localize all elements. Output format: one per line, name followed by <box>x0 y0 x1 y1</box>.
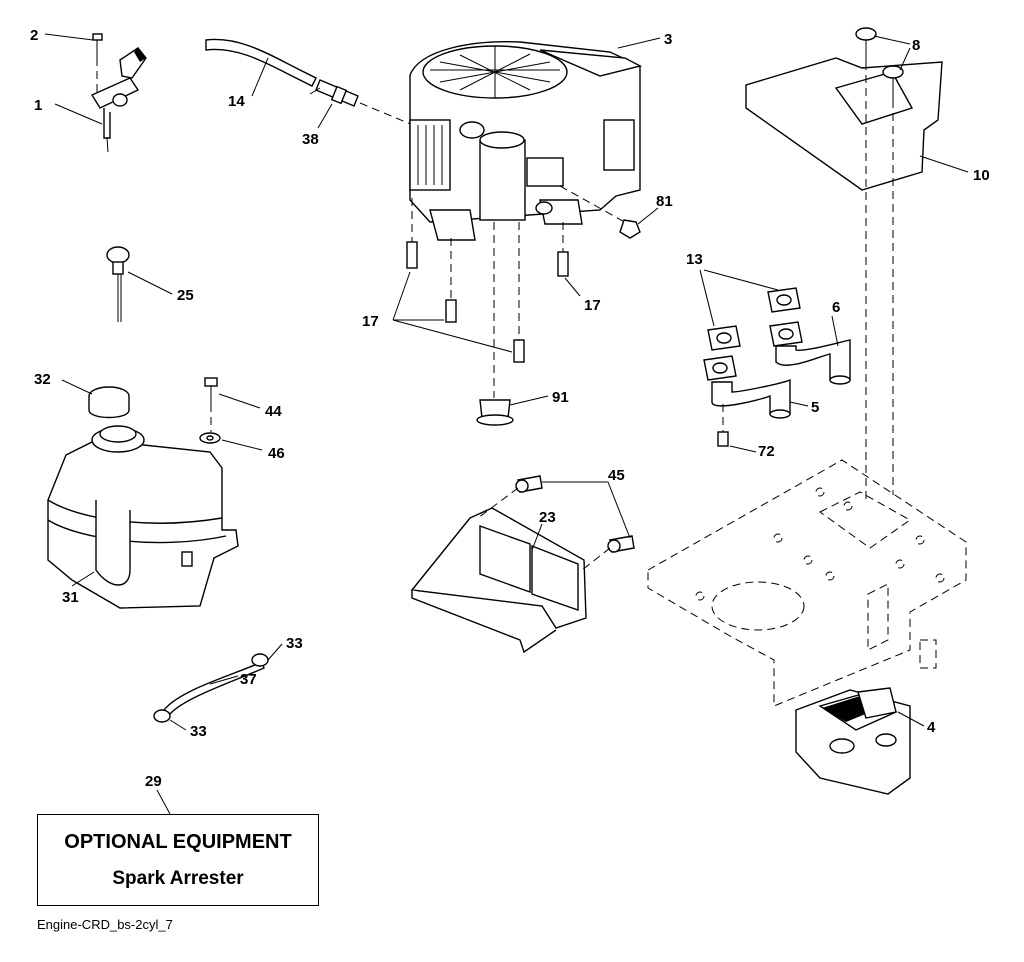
callout-25: 25 <box>177 287 194 304</box>
callout-4: 4 <box>927 719 936 736</box>
screws-part-45 <box>477 475 635 571</box>
callout-17-left: 17 <box>362 313 379 330</box>
callout-2: 2 <box>30 27 38 44</box>
engine-part-3 <box>409 41 642 241</box>
callout-46: 46 <box>268 445 285 462</box>
callout-31: 31 <box>62 589 79 606</box>
clamp-part-33-lower <box>153 709 171 723</box>
bolt-part-72 <box>717 404 729 447</box>
callout-38: 38 <box>302 131 319 148</box>
callout-45: 45 <box>608 467 625 484</box>
callout-72: 72 <box>758 443 775 460</box>
shield-part-10 <box>745 57 943 191</box>
fuel-line-part-14 <box>205 38 317 87</box>
callout-32: 32 <box>34 371 51 388</box>
callout-6: 6 <box>832 299 840 316</box>
diagram-caption: Engine-CRD_bs-2cyl_7 <box>37 917 173 932</box>
dipstick-part-25 <box>106 246 130 322</box>
callout-17-right: 17 <box>584 297 601 314</box>
exhaust-pipe-part-5 <box>711 378 791 419</box>
bolt-part-17-center <box>445 238 457 323</box>
bolt-part-17-rear <box>513 222 525 363</box>
chassis-frame <box>647 459 967 707</box>
screws-part-8 <box>855 27 904 500</box>
clamp-part-33-upper <box>251 653 269 667</box>
nut-part-81 <box>559 185 641 239</box>
callout-23: 23 <box>539 509 556 526</box>
baffle-part-23 <box>410 507 587 654</box>
callout-44: 44 <box>265 403 282 420</box>
callout-3: 3 <box>664 31 672 48</box>
callout-91: 91 <box>552 389 569 406</box>
callout-33-upper: 33 <box>286 635 303 652</box>
optional-equipment-heading: OPTIONAL EQUIPMENT <box>64 831 292 853</box>
callout-81: 81 <box>656 193 673 210</box>
fuel-tank-part-31 <box>47 425 239 609</box>
screw-part-2 <box>92 33 103 95</box>
callout-5: 5 <box>811 399 819 416</box>
callout-14: 14 <box>228 93 245 110</box>
muffler-part-4 <box>795 687 911 795</box>
fuel-fitting-part-38 <box>309 79 359 107</box>
callout-33-lower: 33 <box>190 723 207 740</box>
washer-part-46 <box>199 432 221 444</box>
spacer-part-91 <box>476 222 514 426</box>
callout-1: 1 <box>34 97 42 114</box>
spark-arrester-label: Spark Arrester <box>112 868 244 889</box>
bolt-part-17-right <box>557 222 569 277</box>
callout-10: 10 <box>973 167 990 184</box>
throttle-control-part-1 <box>90 47 147 153</box>
callout-13: 13 <box>686 251 703 268</box>
callout-8: 8 <box>912 37 920 54</box>
exhaust-pipe-part-6 <box>775 339 851 385</box>
callout-29: 29 <box>145 773 162 790</box>
callout-37: 37 <box>240 671 257 688</box>
gaskets-part-13 <box>703 287 803 381</box>
fuel-line-part-37 <box>162 661 265 715</box>
screw-part-44 <box>204 377 218 432</box>
bolt-part-17-left <box>406 198 418 269</box>
optional-equipment-box: OPTIONAL EQUIPMENT Spark Arrester <box>37 814 319 906</box>
fuel-cap-part-32 <box>88 386 130 419</box>
